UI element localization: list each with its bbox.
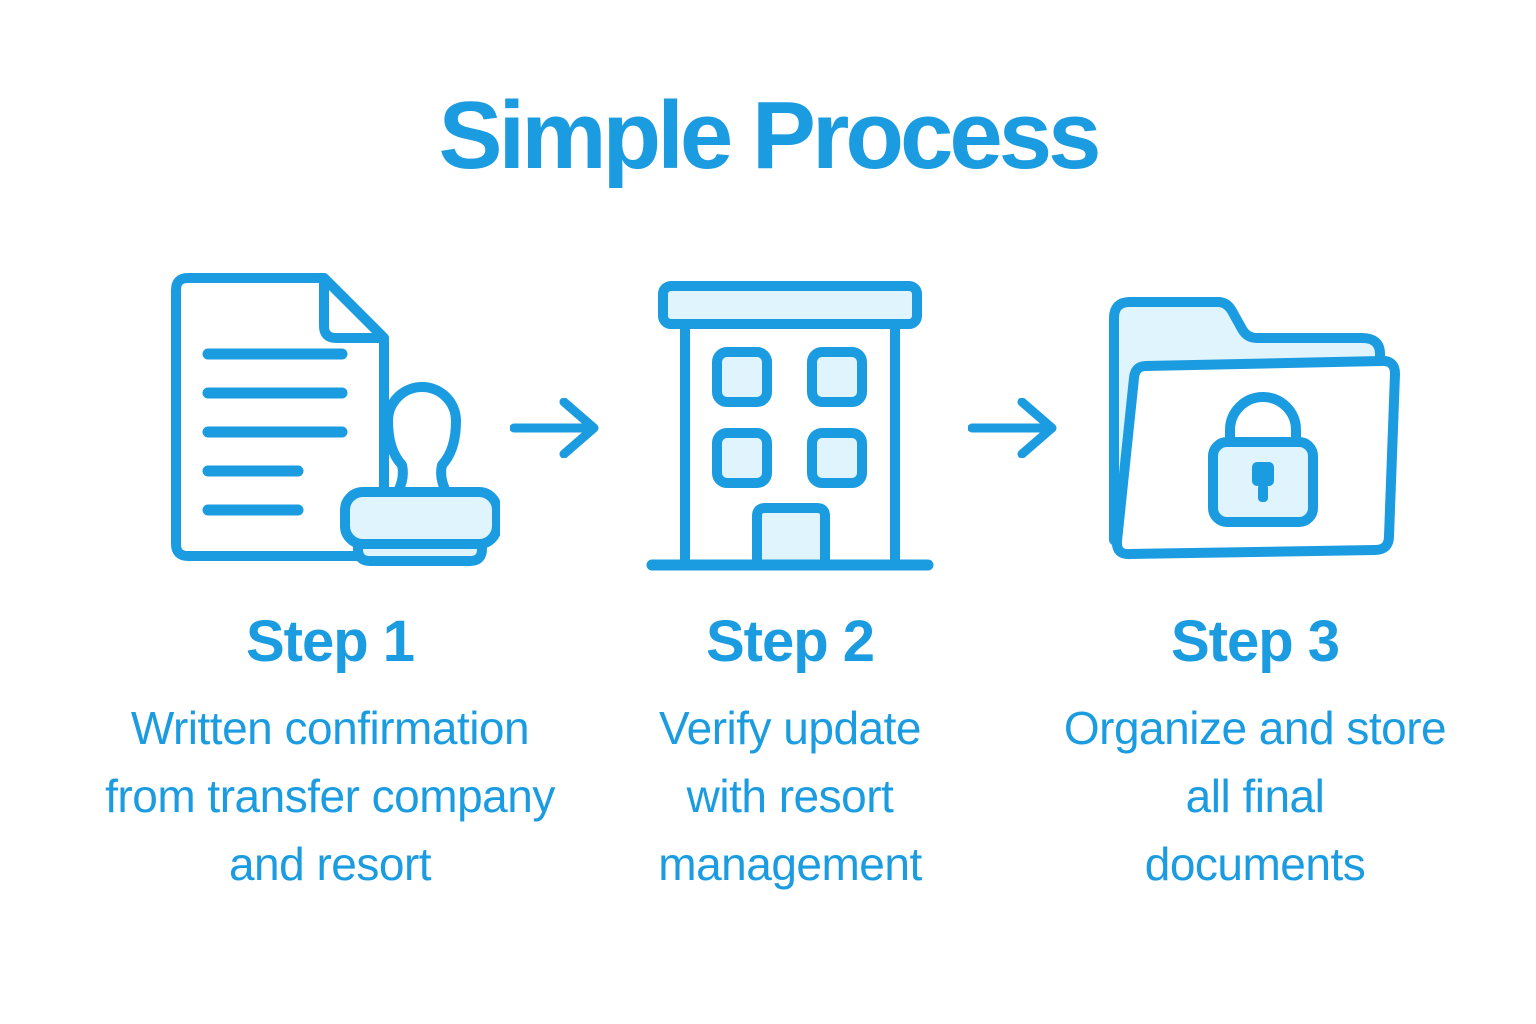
right-arrow-icon [967,397,1060,463]
building-icon [645,272,935,577]
step-description-line: all final [1185,770,1325,822]
step-description: Written confirmation from transfer compa… [0,694,660,898]
step-description-line: with resort [686,770,894,822]
step-column-3: Step 3 Organize and store all final docu… [1020,0,1490,1024]
step-description: Organize and store all final documents [960,694,1536,898]
page-title: Simple Process [438,82,1101,189]
step-description-line: Organize and store [1063,702,1447,754]
step-description-line: Written confirmation [130,702,530,754]
step-description-line: Verify update [658,702,922,754]
folder-lock-icon [1100,290,1410,575]
step-column-2: Step 2 Verify update with resort managem… [590,0,990,1024]
document-stamp-icon [160,268,502,573]
step-label: Step 3 [1170,609,1340,674]
step-description: Verify update with resort management [530,694,1050,898]
step-description-line: documents [1144,838,1366,890]
step-column-1: Step 1 Written confirmation from transfe… [60,0,600,1024]
step-description-line: from transfer company [105,770,555,822]
step-description-line: management [658,838,922,890]
step-label: Step 2 [705,609,875,674]
step-label: Step 1 [245,609,415,674]
right-arrow-icon [509,397,602,463]
step-description-line: and resort [228,838,432,890]
